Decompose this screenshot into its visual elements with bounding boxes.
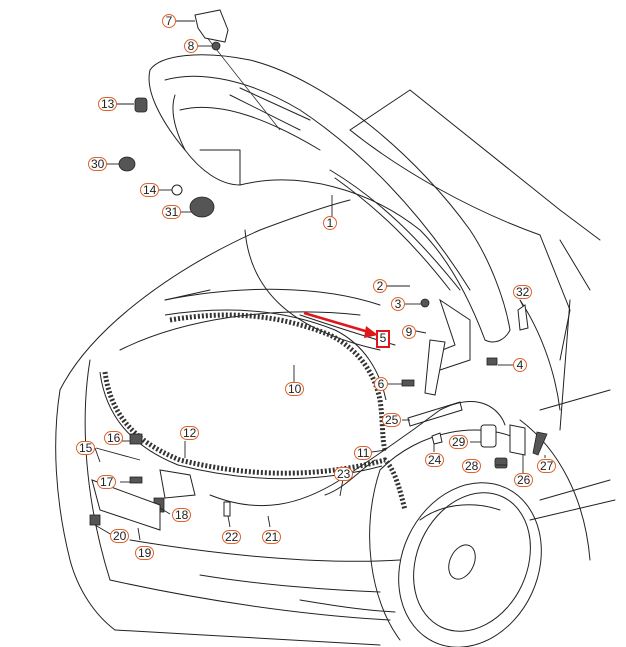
callout-part-30[interactable]: 30 [88, 157, 108, 171]
hood-seal-edge [164, 309, 387, 401]
callout-part-31[interactable]: 31 [162, 205, 182, 219]
callout-part-24[interactable]: 24 [425, 453, 445, 467]
callout-part-12[interactable]: 12 [180, 426, 200, 440]
callout-part-1[interactable]: 1 [323, 216, 337, 230]
leader-lines [94, 20, 546, 541]
callout-part-3[interactable]: 3 [391, 297, 405, 311]
callout-part-20[interactable]: 20 [110, 529, 130, 543]
hood-seal [169, 312, 388, 451]
highlight-arrow [303, 311, 373, 335]
callout-part-22[interactable]: 22 [222, 530, 242, 544]
front-wheel [398, 482, 542, 647]
callout-part-2[interactable]: 2 [373, 279, 387, 293]
callout-part-23[interactable]: 23 [334, 467, 354, 481]
hood-panel [148, 34, 511, 343]
car-body [55, 89, 616, 646]
callout-part-26[interactable]: 26 [514, 473, 534, 487]
callout-part-25[interactable]: 25 [382, 413, 402, 427]
front-seal [102, 371, 408, 511]
callout-part-27[interactable]: 27 [537, 459, 557, 473]
callout-part-17[interactable]: 17 [97, 475, 117, 489]
highlight-arrowhead [364, 326, 378, 338]
callout-part-4[interactable]: 4 [513, 358, 527, 372]
callout-part-16[interactable]: 16 [104, 431, 124, 445]
callout-part-18[interactable]: 18 [172, 508, 192, 522]
callout-part-5-highlighted[interactable]: 5 [376, 330, 390, 348]
callout-part-10[interactable]: 10 [285, 382, 305, 396]
callout-part-9[interactable]: 9 [402, 325, 416, 339]
callout-part-21[interactable]: 21 [262, 530, 282, 544]
callout-part-14[interactable]: 14 [140, 183, 160, 197]
callout-part-13[interactable]: 13 [98, 97, 118, 111]
front-seal-edge [99, 371, 383, 480]
callout-part-6[interactable]: 6 [374, 377, 388, 391]
callout-part-7[interactable]: 7 [162, 14, 176, 28]
callout-part-15[interactable]: 15 [76, 441, 96, 455]
callout-part-8[interactable]: 8 [184, 39, 198, 53]
callout-part-11[interactable]: 11 [354, 446, 373, 460]
hood-parts [89, 9, 548, 531]
callout-part-29[interactable]: 29 [449, 435, 469, 449]
callout-part-28[interactable]: 28 [462, 459, 482, 473]
callout-part-32[interactable]: 32 [513, 285, 533, 299]
callout-part-19[interactable]: 19 [135, 546, 155, 560]
